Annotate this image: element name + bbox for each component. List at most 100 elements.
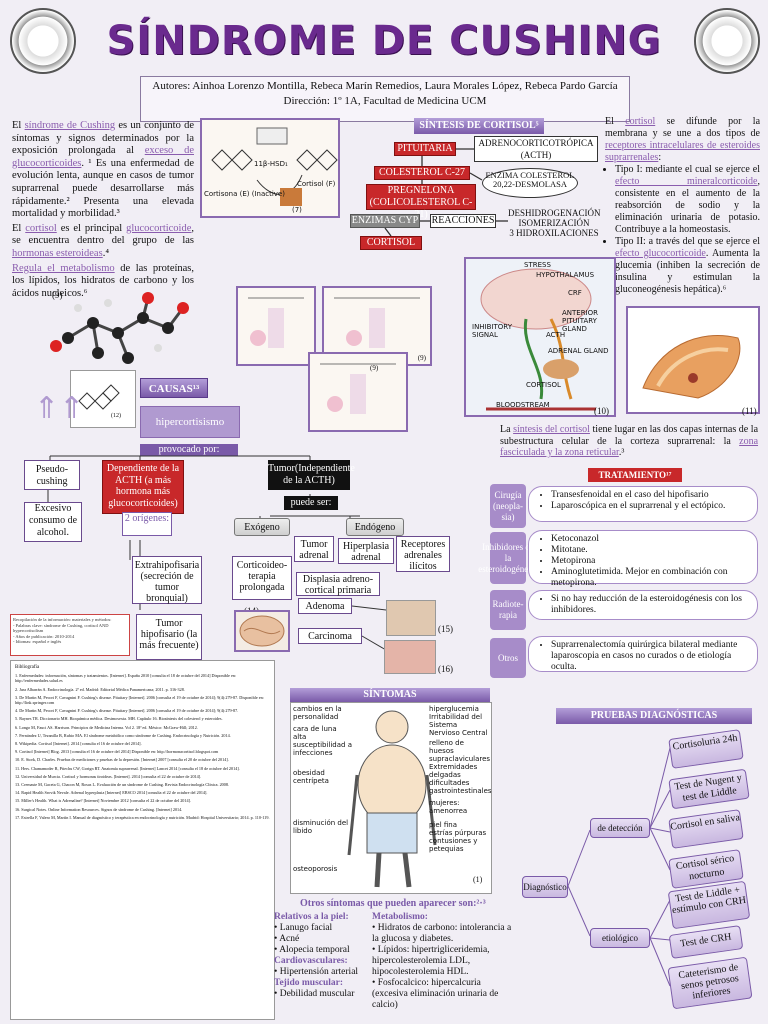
sym-piel-fina: piel fina bbox=[429, 821, 457, 829]
tr-cirugia-box: Transesfenoidal en el caso del hipofisar… bbox=[528, 486, 758, 522]
link-metabolismo[interactable]: Regula el metabolismo bbox=[12, 262, 115, 274]
diagnostico-node: Diagnóstico bbox=[522, 876, 568, 898]
biblio-entry: 8. Wikipedia. Cortisol [Internet]. 2014 … bbox=[15, 741, 142, 747]
biblio-entry: 16. Surgical Notes. Online Information R… bbox=[15, 806, 183, 812]
hpa-hypothalamus: HYPOTHALAMUS bbox=[536, 271, 595, 279]
tr-inhibidores-label: Inhibidores de la esteroidogénesis bbox=[478, 532, 538, 584]
link-sintesis[interactable]: síntesis del cortisol bbox=[513, 424, 590, 435]
link-exceso[interactable]: exceso de glucocorticoides bbox=[12, 145, 194, 169]
adenoma-box: Adenoma bbox=[298, 598, 352, 614]
biblio-list: 1. Enfermedades: información, síntomas y… bbox=[15, 673, 270, 820]
link-glucocorticoide-right[interactable]: efecto glucocorticoide bbox=[615, 248, 706, 259]
tr-inh-1: Ketoconazol bbox=[551, 534, 747, 545]
cortisol-box: CORTISOL bbox=[360, 236, 422, 250]
hpa-stress: STRESS bbox=[524, 261, 551, 269]
sym-amenorrea: mujeres: amenorrea bbox=[429, 799, 468, 815]
biblio-entry: 1. Enfermedades: información, síntomas y… bbox=[15, 673, 237, 684]
sintomas-col2: Metabolismo: • Hidratos de carbono: into… bbox=[372, 912, 512, 1011]
intro-p1-mid: es un conjunto de síntomas y signos dete… bbox=[12, 120, 194, 157]
sintomas-left-labels: cambios en la personalidad cara de luna … bbox=[293, 705, 355, 873]
link-receptores[interactable]: receptores intracelulares de esteroides … bbox=[605, 140, 760, 163]
link-sindrome[interactable]: síndrome de Cushing bbox=[24, 120, 116, 131]
link-zona[interactable]: zona fasciculada y la zona reticular bbox=[500, 435, 759, 459]
otros-sintomas: Otros síntomas que pueden aparecer son:²… bbox=[300, 898, 486, 909]
piel-header: Relativos a la piel: bbox=[274, 912, 349, 922]
sym-personalidad: cambios en la personalidad bbox=[293, 705, 342, 721]
tipo1-post: , consistente en el aumento de la reabso… bbox=[615, 176, 760, 235]
hpa-inhibitory: INHIBITORY SIGNAL bbox=[472, 323, 512, 339]
tr-inhibidores-box: Ketoconazol Mitotane. Metopirona Aminogl… bbox=[528, 530, 758, 588]
suprarenal-gland-image bbox=[626, 306, 760, 414]
tr-inh-4: Aminoglutetimida. Mejor en combinación c… bbox=[551, 567, 747, 589]
biblio-entry: 4. De Martin M, Pecori F, Cavagnini F. C… bbox=[15, 708, 239, 714]
tumor-hipofisario-box: Tumor hipofisario (la más frecuente) bbox=[136, 614, 202, 660]
tr-otros-box: Suprarrenalectomía quirúrgica bilateral … bbox=[528, 636, 758, 672]
biblio-entry: 13. Cremaste M, Gaceta G, Chacon M, Rosa… bbox=[15, 782, 229, 788]
biblio-entry: 15. Miller's Health. What is Adrenaline?… bbox=[15, 798, 192, 804]
tipo1-pre: Tipo I: mediante el cual se ejerce el bbox=[615, 164, 760, 175]
diagram-ref: (7) bbox=[292, 206, 302, 214]
steroid-structure-image: (12) bbox=[70, 370, 136, 428]
biblio-entry: 7. Fernández U, Tezanilla B, Rubio MA. E… bbox=[15, 732, 231, 738]
double-arrow-icon: ⇑⇑ bbox=[34, 392, 85, 425]
direction-line: Dirección: 1º 1A, Facultad de Medicina U… bbox=[283, 95, 487, 107]
tr-radio-label: Radiote-rapia bbox=[490, 590, 526, 630]
adenoma-patient-image bbox=[386, 600, 436, 636]
sym-gastro: dificultades gastrointestinales bbox=[429, 779, 492, 795]
cortisol-molecule-image: (9) bbox=[48, 288, 198, 368]
biblio-entry: 10. E. Stork, D. Charles. Pruebas de med… bbox=[15, 757, 229, 763]
cardio-header: Cardiovasculares: bbox=[274, 956, 348, 966]
biblio-entry: 11. Hers. Chamamoder R, Ptiechu CW, Gori… bbox=[15, 765, 240, 771]
extrahipofisaria-box: Extrahipofisaria (secreción de tumor bro… bbox=[132, 556, 202, 604]
cortisone-label: Cortisona (E) (Inactive) bbox=[204, 190, 285, 198]
sym-obesidad: obesidad centrípeta bbox=[293, 769, 329, 785]
sym-contusiones: contusiones y petequias bbox=[429, 837, 478, 853]
etiologico-node: etiológico bbox=[590, 928, 650, 948]
intro-p2-mid2: , se encuentra dentro del grupo de las bbox=[12, 222, 195, 247]
pruebas-header: PRUEBAS DIAGNÓSTICAS bbox=[556, 708, 752, 724]
link-glucocorticoide[interactable]: glucocorticoide bbox=[126, 222, 192, 234]
cardio-item: • Hipertensión arterial bbox=[274, 967, 359, 977]
pituitaria-box: PITUITARIA bbox=[394, 142, 456, 156]
link-cortisol-right[interactable]: cortisol bbox=[625, 116, 656, 127]
link-mineralcorticoide[interactable]: efecto mineralcorticoide bbox=[615, 176, 758, 187]
ref-15: (15) bbox=[438, 624, 453, 634]
mini-ref-2: (9) bbox=[370, 364, 379, 372]
intro-p2-mid: es el principal bbox=[60, 222, 123, 234]
sintomas-right-labels: hiperglucemia Irritabilidad del Sistema … bbox=[429, 705, 492, 853]
pregnelona-box: PREGNELONA (COLICOLESTEROL C-21) bbox=[366, 184, 476, 220]
piel-1: Lanugo facial bbox=[279, 923, 333, 933]
intro-p2-post: .⁴ bbox=[102, 247, 109, 259]
sym-hiperglucemia: hiperglucemia bbox=[429, 705, 479, 713]
tr-inh-2: Mitotane. bbox=[551, 545, 747, 556]
link-cortisol[interactable]: cortisol bbox=[25, 222, 57, 234]
causas-header: CAUSAS¹³ bbox=[140, 378, 208, 398]
mini-diagram-1 bbox=[236, 286, 316, 366]
bibliography-box: Bibliografía 1. Enfermedades: informació… bbox=[10, 660, 275, 1020]
tumor-independiente-box: Tumor(Independiente de la ACTH) bbox=[268, 460, 355, 490]
muscular-1: Debilidad muscular bbox=[279, 989, 355, 999]
ref-16: (16) bbox=[438, 664, 453, 674]
right-intro-post: : bbox=[658, 152, 662, 163]
supra-mid: tiene lugar en las dos capas internas de… bbox=[500, 424, 759, 447]
sym-infecciones: alta susceptibilidad a infecciones bbox=[293, 733, 352, 757]
hipercortisismo-box: hipercortisismo bbox=[140, 406, 240, 438]
metabolismo-item: • Fosfocalcico: hipercalcuria (excesiva … bbox=[372, 978, 499, 1010]
dependiente-acth-box: Dependiente de la ACTH (a más hormona má… bbox=[102, 460, 184, 514]
metabolismo-item: • Hidratos de carbono: intolerancia a la… bbox=[372, 923, 512, 944]
brain-image bbox=[234, 610, 290, 652]
sintomas-header: SÍNTOMAS bbox=[290, 688, 490, 702]
sym-cara-luna: cara de luna bbox=[293, 725, 337, 733]
piel-2: Acné bbox=[279, 934, 300, 944]
deteccion-node: de detección bbox=[590, 818, 650, 838]
receptores-text: El cortisol se difunde por la membrana y… bbox=[605, 116, 760, 296]
hpa-acth: ACTH bbox=[546, 331, 566, 339]
biblio-entry: 2. Jara Albarrán A. Endocrinología. 2ª e… bbox=[15, 686, 185, 692]
hiperplasia-box: Hiperplasia adrenal bbox=[338, 538, 394, 564]
sym-extremidades: Extremidades delgadas bbox=[429, 763, 478, 779]
carcinoma-image bbox=[384, 640, 436, 674]
reacciones-box: REACCIONES bbox=[430, 214, 496, 228]
sym-relleno: relleno de huesos supraclaviculares bbox=[429, 739, 491, 763]
link-hormonas[interactable]: hormonas esteroideas bbox=[12, 247, 103, 259]
sintesis-diagram: SÍNTESIS DE CORTISOL⁵ PITUITARIA ADRENOC… bbox=[342, 118, 601, 268]
